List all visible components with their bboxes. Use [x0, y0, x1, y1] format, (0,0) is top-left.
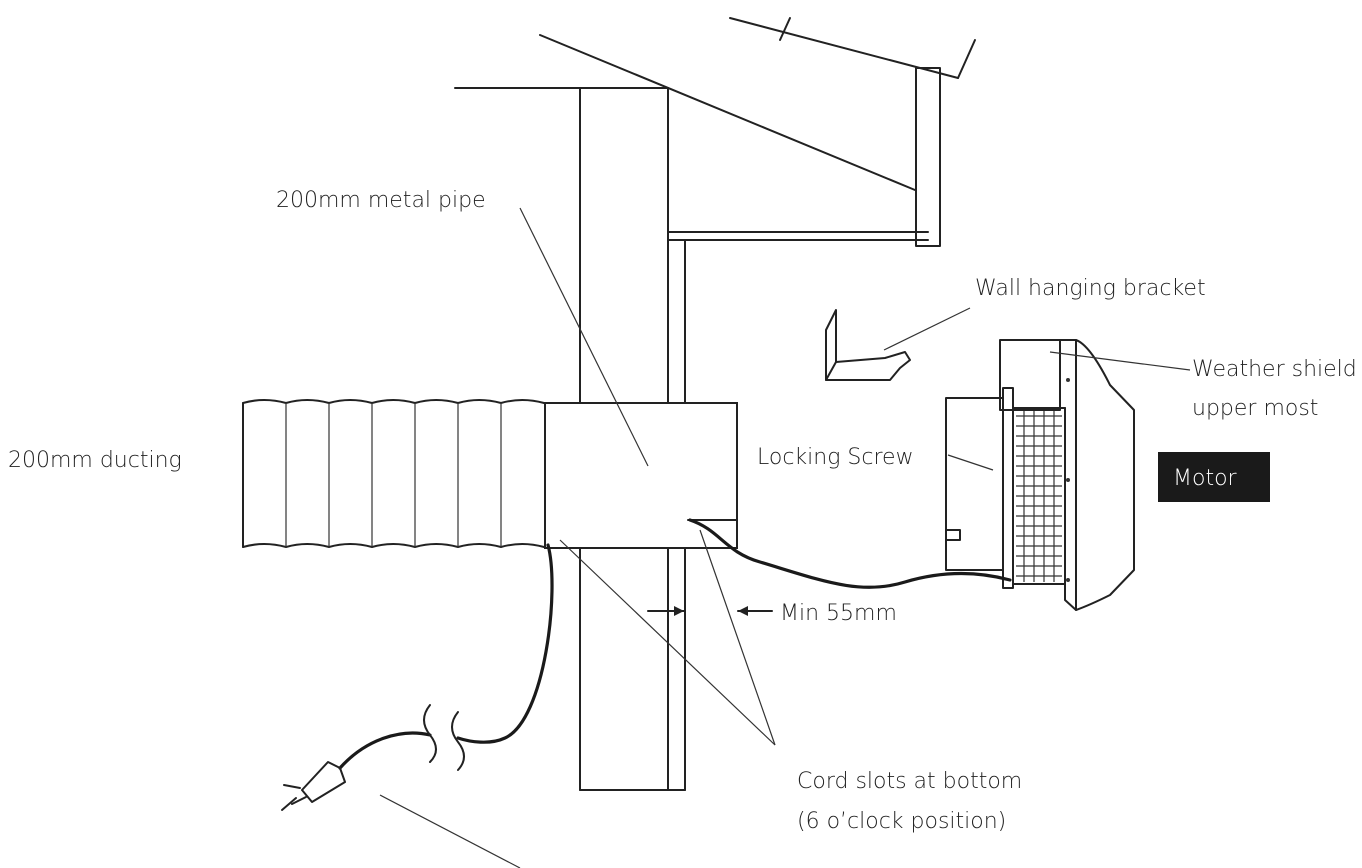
power-plug-icon: [281, 761, 346, 811]
metal-pipe-label: 200mm metal pipe: [276, 188, 486, 213]
cord-slots-label: Cord slots at bottom: [797, 769, 1022, 794]
min-gap-label: Min 55mm: [780, 601, 897, 626]
mains-cord: [338, 543, 554, 770]
leader-lines: [379, 207, 1191, 868]
cord-slots-label-line2: (6 o’clock position): [797, 809, 1006, 834]
ducting: [242, 399, 545, 548]
min-gap-dimension: [647, 606, 773, 616]
motor-label: Motor: [1173, 466, 1238, 491]
wall-bracket-label: Wall hanging bracket: [975, 276, 1206, 301]
motor-unit: [945, 339, 1135, 611]
locking-screw-label: Locking Screw: [757, 445, 914, 470]
weather-shield-label: Weather shield: [1192, 357, 1357, 382]
weather-shield-label-line2: upper most: [1192, 396, 1318, 421]
motor-power-cord: [688, 518, 1012, 589]
wall-hanging-bracket: [825, 309, 911, 381]
ducting-label: 200mm ducting: [8, 448, 182, 473]
fan-grille: [1016, 410, 1062, 582]
motor-badge: Motor: [1158, 452, 1270, 502]
metal-pipe: [544, 402, 738, 549]
